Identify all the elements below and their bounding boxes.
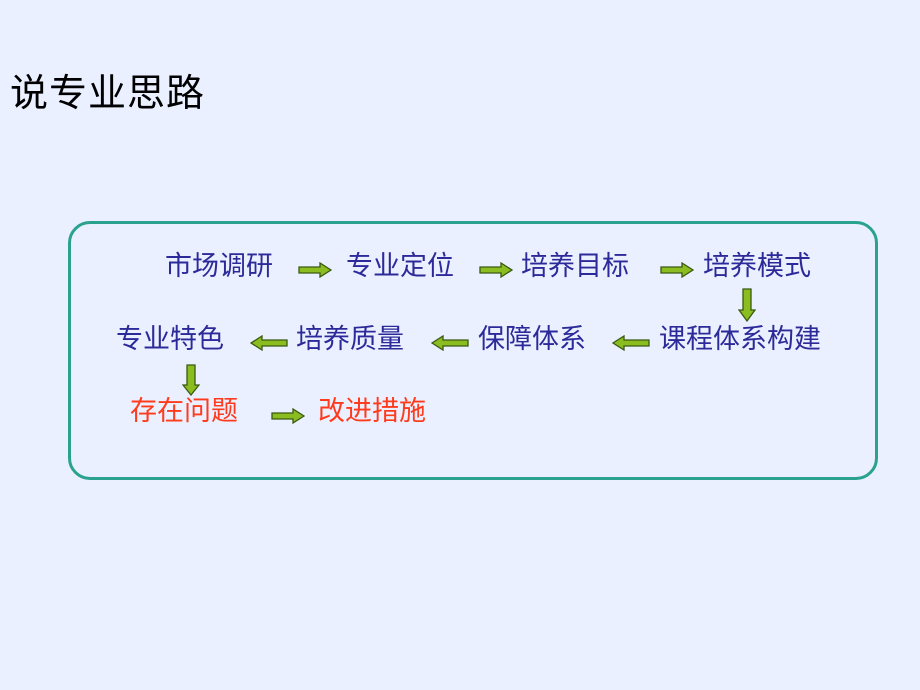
node-training-quality: 培养质量 xyxy=(296,324,404,355)
arrow-down-icon xyxy=(738,288,756,322)
arrow-left-icon xyxy=(612,335,650,351)
node-training-mode: 培养模式 xyxy=(703,251,811,282)
node-training-goal: 培养目标 xyxy=(521,251,629,282)
node-major-feature: 专业特色 xyxy=(116,324,224,355)
node-market-research: 市场调研 xyxy=(165,251,273,282)
node-improvement-measures: 改进措施 xyxy=(318,396,426,427)
node-curriculum-construction: 课程体系构建 xyxy=(659,324,821,355)
arrow-right-icon xyxy=(479,262,513,278)
arrow-right-icon xyxy=(660,262,694,278)
node-support-system: 保障体系 xyxy=(478,324,586,355)
arrow-right-icon xyxy=(271,408,305,424)
node-existing-problems: 存在问题 xyxy=(130,396,238,427)
arrow-left-icon xyxy=(431,335,469,351)
arrow-right-icon xyxy=(298,262,332,278)
arrow-down-icon xyxy=(182,364,200,396)
slide-title: 说专业思路 xyxy=(10,71,206,115)
arrow-left-icon xyxy=(250,335,288,351)
node-major-positioning: 专业定位 xyxy=(346,251,454,282)
flow-diagram-box xyxy=(68,221,878,480)
